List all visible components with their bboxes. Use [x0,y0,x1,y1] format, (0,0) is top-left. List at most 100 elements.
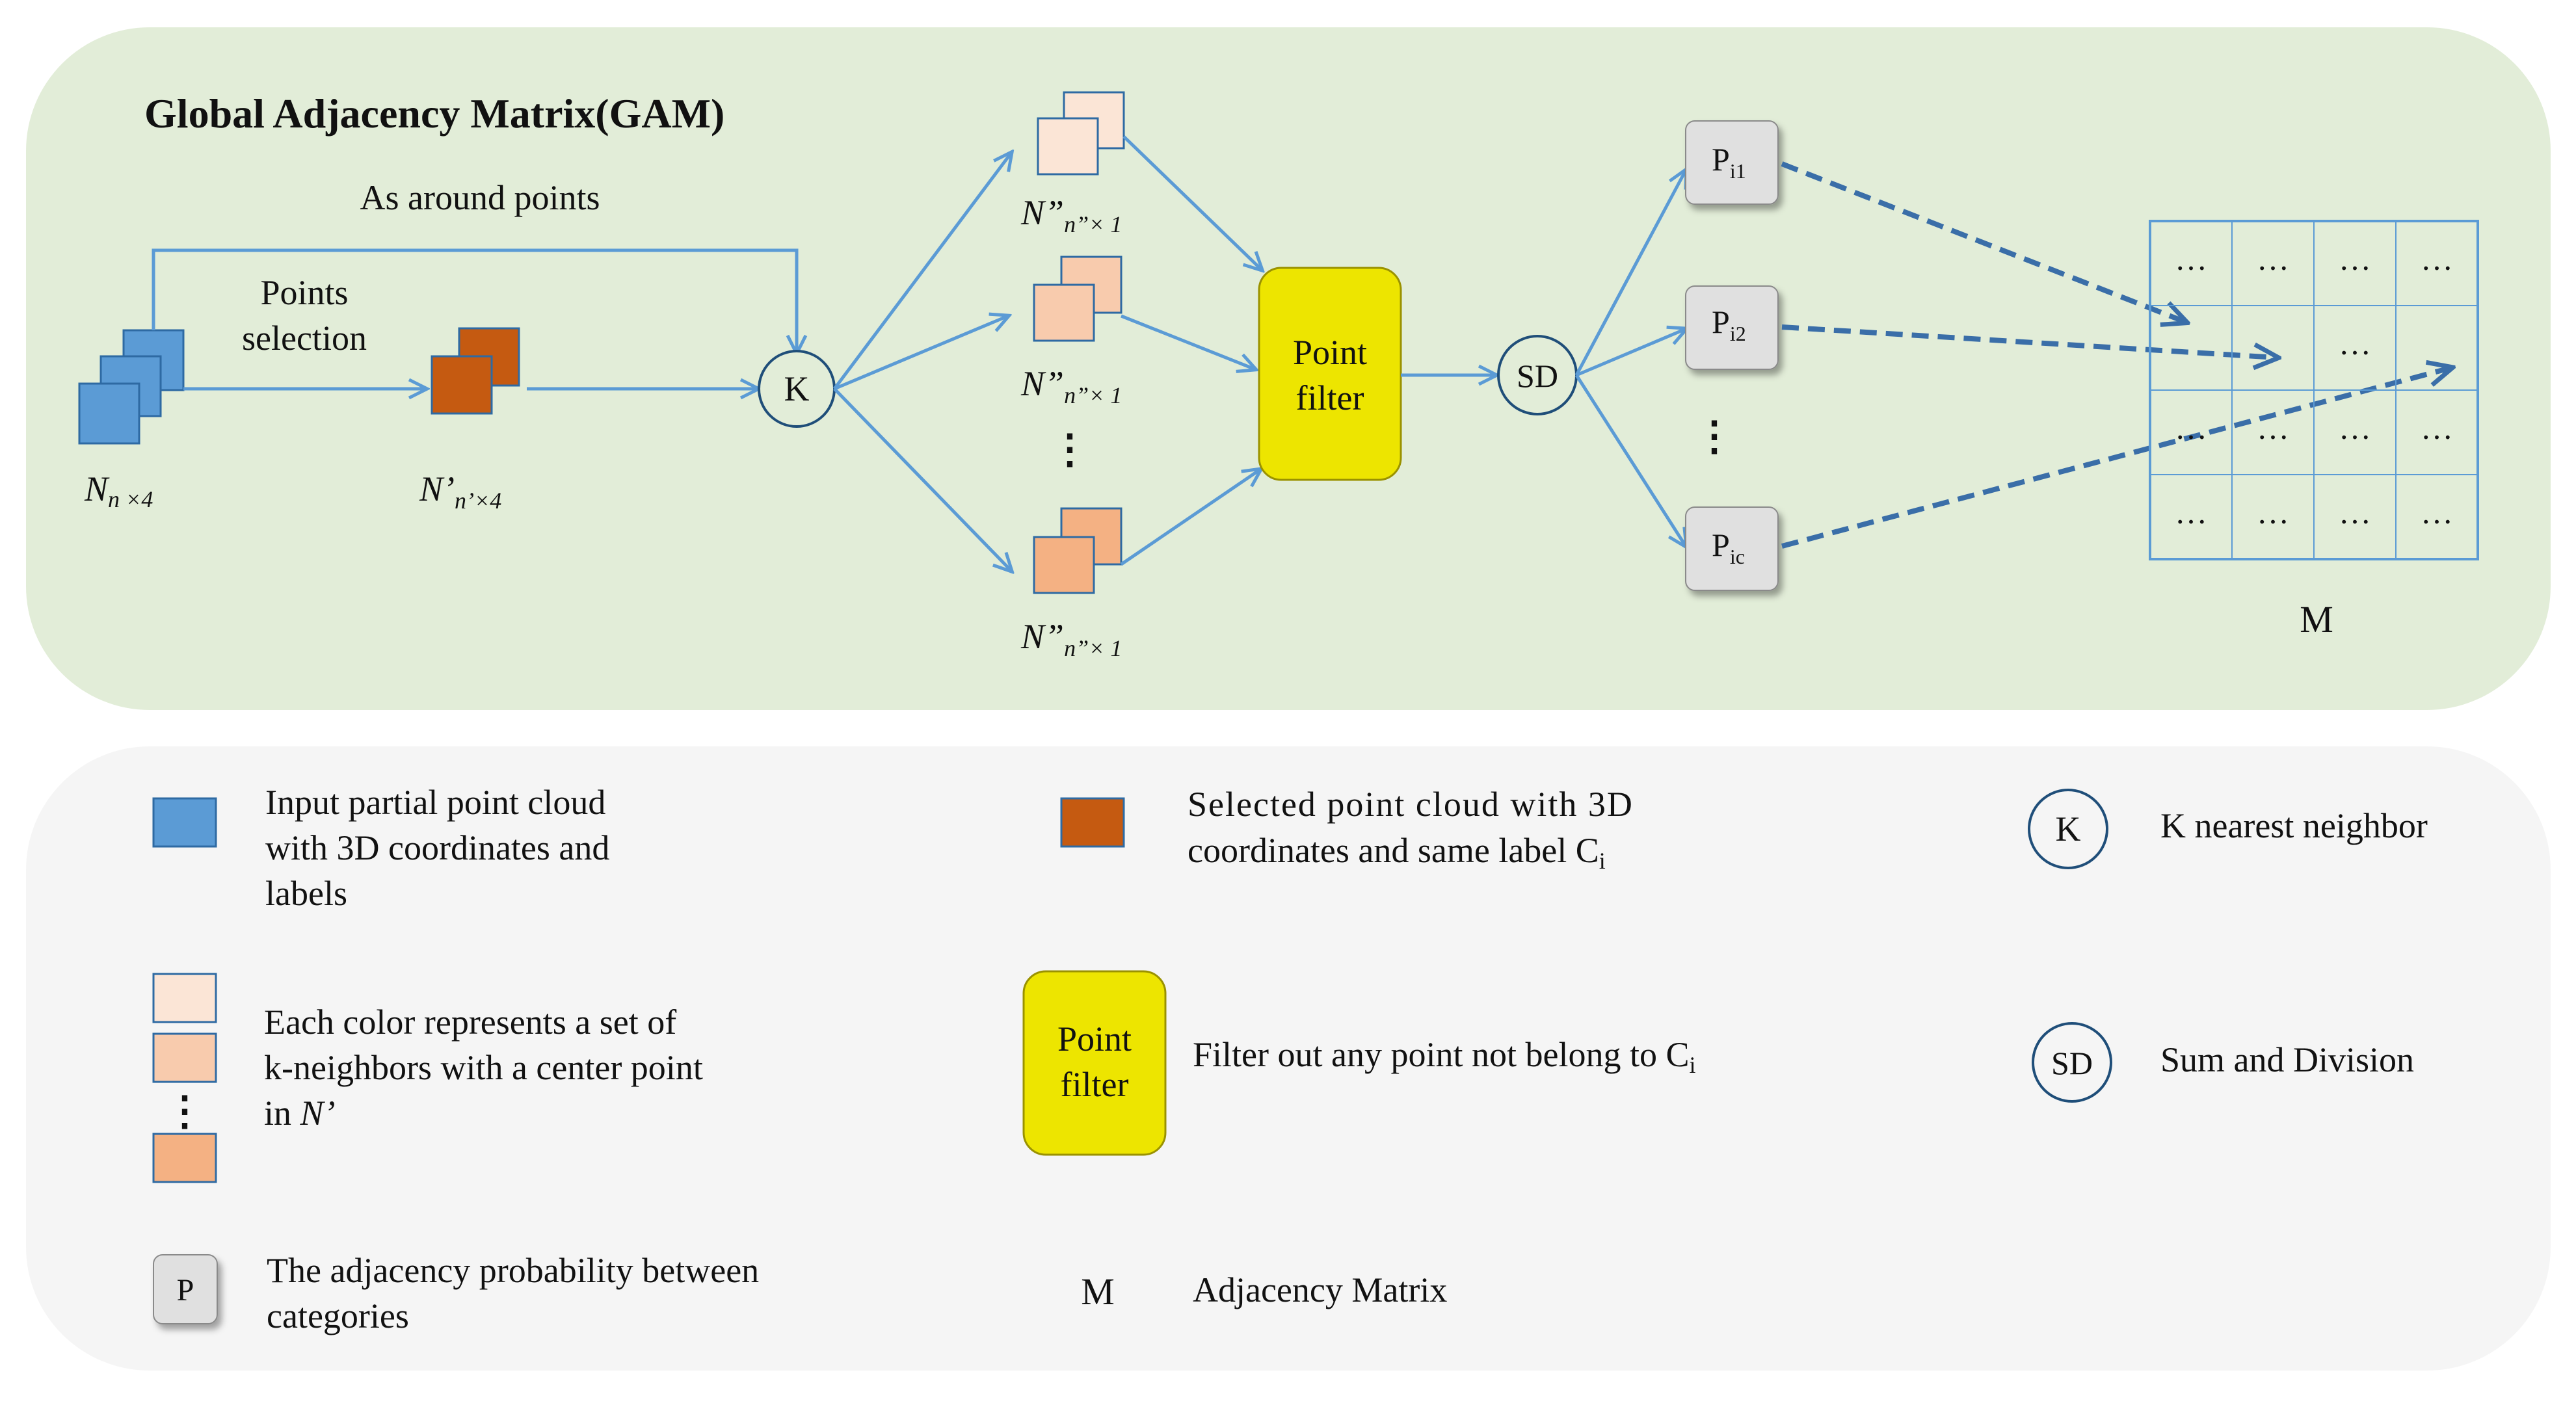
adjacency-matrix: ………………………………… [2149,220,2479,560]
p-box-i2-main: P [1712,304,1730,340]
matrix-cell-value: … [2257,410,2289,446]
p-box-ic: Pic [1685,506,1779,591]
pi1-to-matrix-arrow [1781,161,2185,322]
legend-selected-cloud-swatch [1060,797,1125,848]
legend-neighbor-line-3-italic: N’ [300,1094,336,1133]
legend-neighbor-line-1: Each color represents a set of [264,1003,676,1042]
neighbor-set-3-label-sub: n”× 1 [1064,635,1122,661]
matrix-label: M [2300,598,2333,640]
legend-input-cloud-line-2: with 3D coordinates and [265,828,609,867]
neighbor-set-2 [1033,256,1122,342]
neighbor-set-1-label-main: N” [1020,193,1064,232]
point-filter-box [1258,267,1402,481]
matrix-cell-value: … [2175,241,2207,277]
legend-neighbor-line-2: k-neighbors with a center point [264,1048,703,1087]
nprime-label-main: N’ [419,469,455,508]
legend-p-line-1: The adjacency probability between [267,1251,759,1290]
legend-selected-cloud-line-2: coordinates and same label Ci [1188,831,1606,874]
pi2-to-matrix-arrow [1781,324,2276,358]
knn-to-set3-arrow [833,387,1011,571]
legend-point-filter-box [1022,970,1167,1156]
p-box-ic-sub: ic [1730,545,1745,568]
svg-text:Pi1: Pi1 [1712,141,1746,183]
legend-sd-symbol: SD [2051,1045,2093,1081]
svg-text:Pic: Pic [1712,527,1745,568]
neighbor-set-2-label: N”n”× 1 [1020,364,1122,408]
matrix-cell-value: … [2175,410,2207,446]
diagram-title: Global Adjacency Matrix(GAM) [144,90,724,137]
points-selection-label-2: selection [242,319,367,358]
p-box-i2: Pi2 [1685,285,1779,370]
legend-knn-symbol: K [2056,809,2081,848]
matrix-cell-value: … [2175,494,2207,531]
neighbor-set-1-label: N”n”× 1 [1020,193,1122,237]
points-selection-label-1: Points [260,273,348,312]
bottom-panel [26,746,2551,1371]
legend-point-filter-text-sub: i [1689,1052,1695,1078]
matrix-cell-value: … [2421,410,2453,446]
legend-neighbor-swatch-dark [152,1133,217,1183]
matrix-cell-value: … [2421,494,2453,531]
p-box-ic-main: P [1712,527,1730,563]
p-box-i1-main: P [1712,141,1730,177]
legend-point-filter-label-1: Point [1057,1019,1132,1058]
selected-point-cloud-stack [431,327,520,415]
n-label-main: N [84,469,110,508]
legend-knn-circle [2028,789,2108,869]
sd-node-label: SD [1517,358,1558,394]
matrix-cell-value: … [2339,325,2371,361]
neighbor-set-1-label-sub: n”× 1 [1064,211,1122,237]
nprime-label: N’n’×4 [419,469,501,514]
matrix-cell-value: … [2339,241,2371,277]
matrix-cell-value: … [2257,241,2289,277]
p-box-i1: Pi1 [1685,120,1779,205]
legend-point-filter-text: Filter out any point not belong to Ci [1193,1035,1695,1078]
neighbor-sets-ellipsis: ⋮ [1050,428,1090,472]
matrix-cell-value: … [2339,410,2371,446]
set1-to-filter-arrow [1122,135,1262,270]
legend-p-box [153,1254,218,1324]
p-box-i1-sub: i1 [1730,159,1746,183]
knn-node-label: K [784,369,810,408]
legend-neighbor-swatch-mid [152,1032,217,1083]
legend-m-symbol: M [1081,1270,1115,1313]
p-box-i2-sub: i2 [1730,322,1746,345]
knn-to-set2-arrow [834,316,1008,391]
legend-knn-text: K nearest neighbor [2160,806,2428,845]
n-label: Nn ×4 [84,469,153,512]
set2-to-filter-arrow [1121,314,1255,369]
legend-selected-cloud-line-1: Selected point cloud with 3D [1188,785,1634,824]
sd-to-pi1-arrow [1574,170,1686,376]
legend-selected-cloud-line-2-main: coordinates and same label C [1188,831,1599,870]
matrix-cell-value: … [2339,494,2371,531]
legend-neighbor-line-3-prefix: in [264,1094,300,1133]
legend-point-filter-label-2: filter [1061,1065,1129,1104]
matrix-cell-value: … [2421,241,2453,277]
legend-sd-circle [2032,1022,2112,1103]
knn-to-set1-arrow [832,153,1011,390]
legend-neighbor-line-3: in N’ [264,1094,336,1133]
legend-input-cloud-line-1: Input partial point cloud [265,783,605,822]
legend-sd-text: Sum and Division [2160,1040,2414,1079]
sd-to-pic-arrow [1574,374,1686,546]
legend-selected-cloud-line-2-sub: i [1599,848,1606,874]
neighbor-set-1 [1037,91,1125,176]
as-around-points-arrow [152,248,797,352]
input-point-cloud-stack [78,329,185,445]
legend-point-filter-text-main: Filter out any point not belong to C [1193,1035,1689,1074]
sd-to-pi2-arrow [1576,329,1686,377]
n-label-sub: n ×4 [108,486,153,512]
point-filter-label-2: filter [1296,378,1364,417]
pic-to-matrix-arrow [1781,368,2450,549]
legend-input-cloud-swatch [152,797,217,848]
neighbor-set-3-label: N”n”× 1 [1020,617,1122,661]
point-filter-label-1: Point [1293,333,1367,372]
neighbor-set-2-label-sub: n”× 1 [1064,382,1122,408]
as-around-points-label: As around points [360,178,600,217]
neighbor-set-3-label-main: N” [1020,617,1064,656]
nprime-label-sub: n’×4 [455,488,501,514]
neighbor-set-3 [1033,507,1122,594]
legend-p-line-2: categories [267,1296,409,1335]
neighbor-set-2-label-main: N” [1020,364,1064,403]
